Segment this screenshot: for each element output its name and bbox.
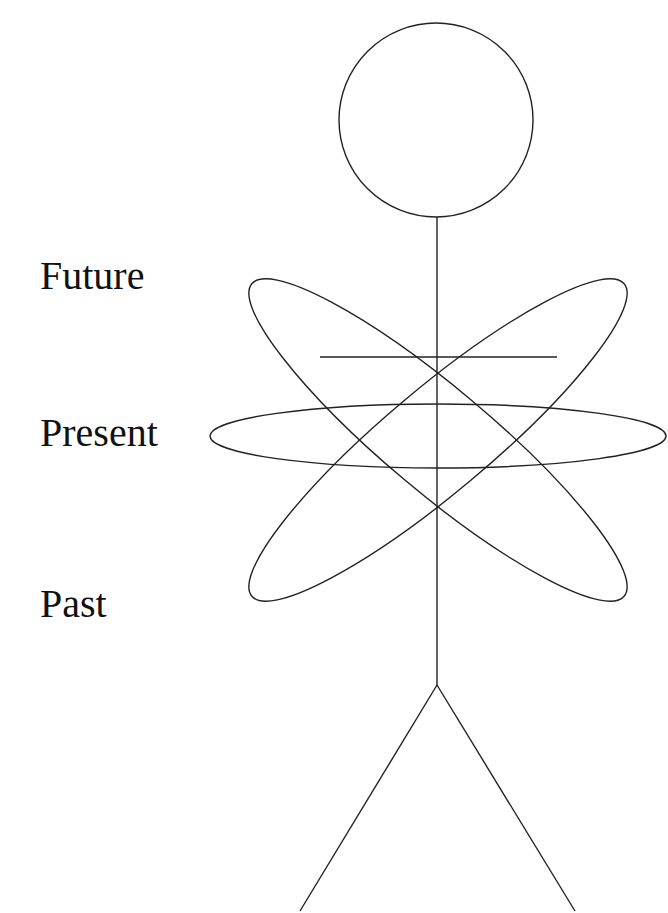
- past-ellipse: [218, 244, 657, 636]
- head-circle: [339, 23, 533, 217]
- time-label: Future: [40, 254, 144, 298]
- body-line: [436, 217, 437, 685]
- left-leg: [300, 685, 437, 911]
- arm-line: [320, 356, 557, 357]
- future-ellipse: [218, 244, 657, 636]
- present-ellipse: [210, 404, 666, 468]
- time-label: Past: [40, 582, 107, 626]
- right-leg: [437, 685, 575, 911]
- time-label: Present: [40, 411, 158, 455]
